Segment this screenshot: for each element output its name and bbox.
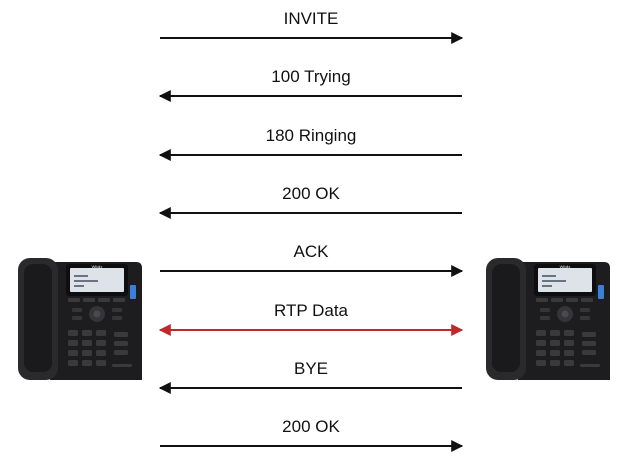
phone-brand-logo: Wildix [560,264,571,269]
caller-phone [18,258,142,380]
message-7: BYE [158,359,462,394]
message-5: ACK [160,242,464,277]
message-label: INVITE [284,9,339,28]
message-label: 200 OK [282,417,340,436]
messages-layer: INVITE 100 Trying 180 Ringing 200 OK ACK RTP … [158,9,464,452]
message-2: 100 Trying [158,67,462,102]
message-label: RTP Data [274,301,349,320]
phones-layer: Wildix Wildix [18,258,610,380]
message-3: 180 Ringing [158,126,462,161]
message-8: 200 OK [160,417,464,452]
message-label: 180 Ringing [266,126,357,145]
message-label: ACK [294,242,330,261]
message-4: 200 OK [158,184,462,219]
message-label: 200 OK [282,184,340,203]
message-label: 100 Trying [271,67,350,86]
message-6: RTP Data [158,301,464,336]
message-label: BYE [294,359,328,378]
message-1: INVITE [160,9,464,44]
phone-brand-logo: Wildix [92,264,103,269]
callee-phone [486,258,610,380]
